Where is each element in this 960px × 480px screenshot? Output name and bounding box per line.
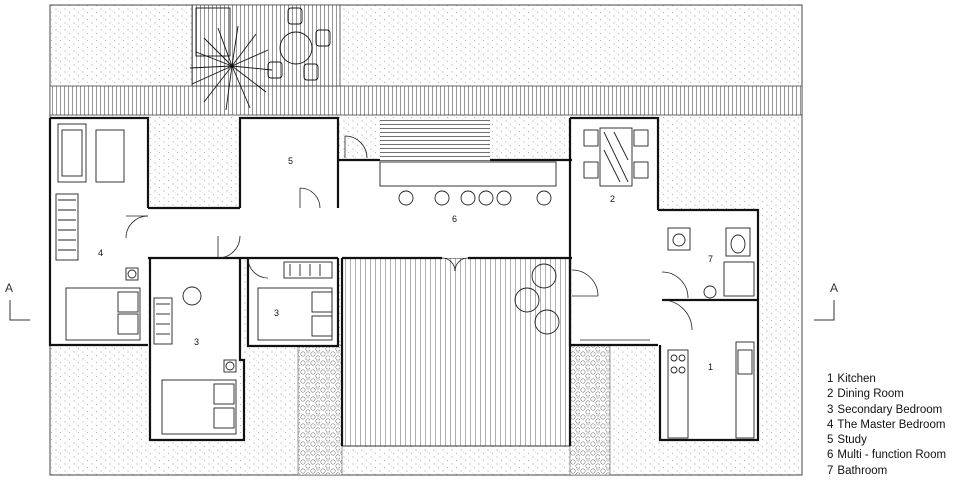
courtyard-deck [341, 257, 571, 447]
bathroom-fixtures [667, 227, 755, 299]
courtyard-tree [189, 7, 331, 111]
room-label-kitchen: 1 [708, 362, 713, 372]
room-label-multi: 6 [452, 214, 457, 224]
door-swings [125, 135, 693, 341]
room-number-labels: 4 5 3 3 6 2 7 1 [98, 156, 713, 372]
room-label-master: 4 [98, 248, 103, 258]
room-label-dining: 2 [610, 194, 615, 204]
secondary-bedroom-furniture [153, 261, 333, 435]
walls [48, 116, 760, 446]
section-marker-left: A [5, 281, 30, 321]
room-label-secondary-right: 3 [274, 308, 279, 318]
section-marker-right: A [814, 281, 838, 321]
svg-text:A: A [830, 281, 838, 295]
kitchen-fixtures [667, 341, 755, 439]
master-bedroom-furniture [55, 123, 141, 341]
dining-furniture [583, 127, 649, 187]
room-label-study: 5 [288, 156, 293, 166]
room-label-secondary-left: 3 [194, 337, 199, 347]
room-label-bath: 7 [708, 254, 713, 264]
svg-text:A: A [5, 281, 13, 295]
pebble-path [297, 344, 611, 476]
multi-room-furniture [379, 161, 560, 335]
